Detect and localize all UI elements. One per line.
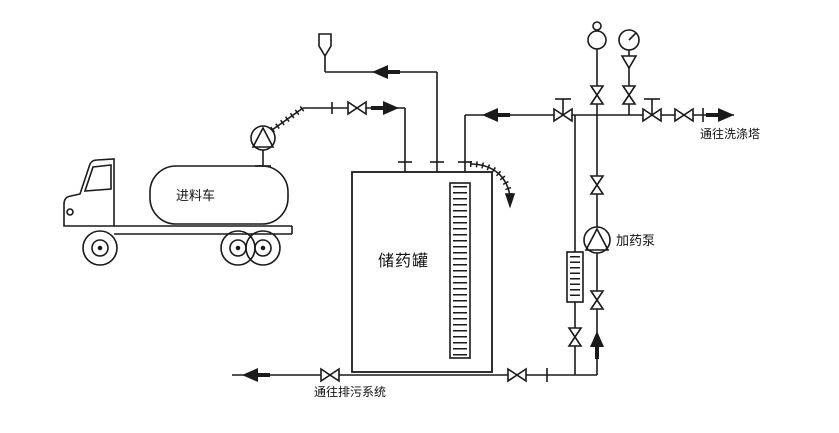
valves — [320, 85, 704, 383]
truck-headlight — [66, 208, 74, 216]
round-gauge — [587, 21, 607, 50]
valve-bottom — [507, 367, 527, 383]
tank-nozzles — [398, 161, 472, 172]
gauge-funnel — [620, 55, 638, 70]
unloading-pump — [250, 105, 305, 167]
pipe-network — [232, 26, 734, 376]
vent-funnel — [318, 33, 332, 58]
valve-gauge-2 — [621, 85, 637, 105]
truck-label: 进料车 — [176, 188, 215, 204]
valve-drain — [320, 367, 340, 383]
flow-meter — [566, 251, 584, 303]
feed-truck: 进料车 — [63, 158, 293, 266]
valve-pump-suction — [589, 175, 605, 195]
to-sewage-label: 通往排污系统 — [314, 384, 386, 399]
arrow-left-vent — [372, 65, 400, 79]
arrow-right-scrubber — [706, 108, 734, 122]
pressure-gauge — [618, 29, 640, 70]
suction-hose — [270, 105, 305, 133]
arrow-right-feed — [371, 101, 399, 115]
flow-arrows — [242, 65, 734, 382]
gate-valve-main-1 — [553, 98, 573, 123]
tank-label: 储药罐 — [378, 251, 429, 270]
valve-feed — [347, 100, 367, 116]
gate-valve-main-2 — [642, 98, 662, 123]
valve-pump-discharge — [589, 290, 605, 310]
truck-wheels — [82, 230, 281, 266]
truck-window — [83, 164, 112, 192]
valve-gauge-1 — [589, 85, 605, 105]
truck-tank-body — [149, 165, 289, 225]
dosing-pump-label: 加药泵 — [616, 234, 655, 249]
fill-hose — [469, 161, 516, 209]
arrow-up-pump-line — [590, 331, 604, 359]
instruments — [566, 21, 640, 303]
arrow-left-main — [482, 108, 510, 122]
to-scrubber-label: 通往洗涤塔 — [700, 126, 760, 141]
storage-tank: 储药罐 — [351, 161, 516, 373]
truck-cab — [63, 158, 115, 227]
valve-scrubber — [674, 107, 694, 123]
dosing-pump: 加药泵 — [583, 226, 655, 254]
arrow-left-drain — [242, 368, 270, 382]
level-gauge — [449, 182, 471, 359]
valve-flow-meter — [567, 327, 583, 347]
